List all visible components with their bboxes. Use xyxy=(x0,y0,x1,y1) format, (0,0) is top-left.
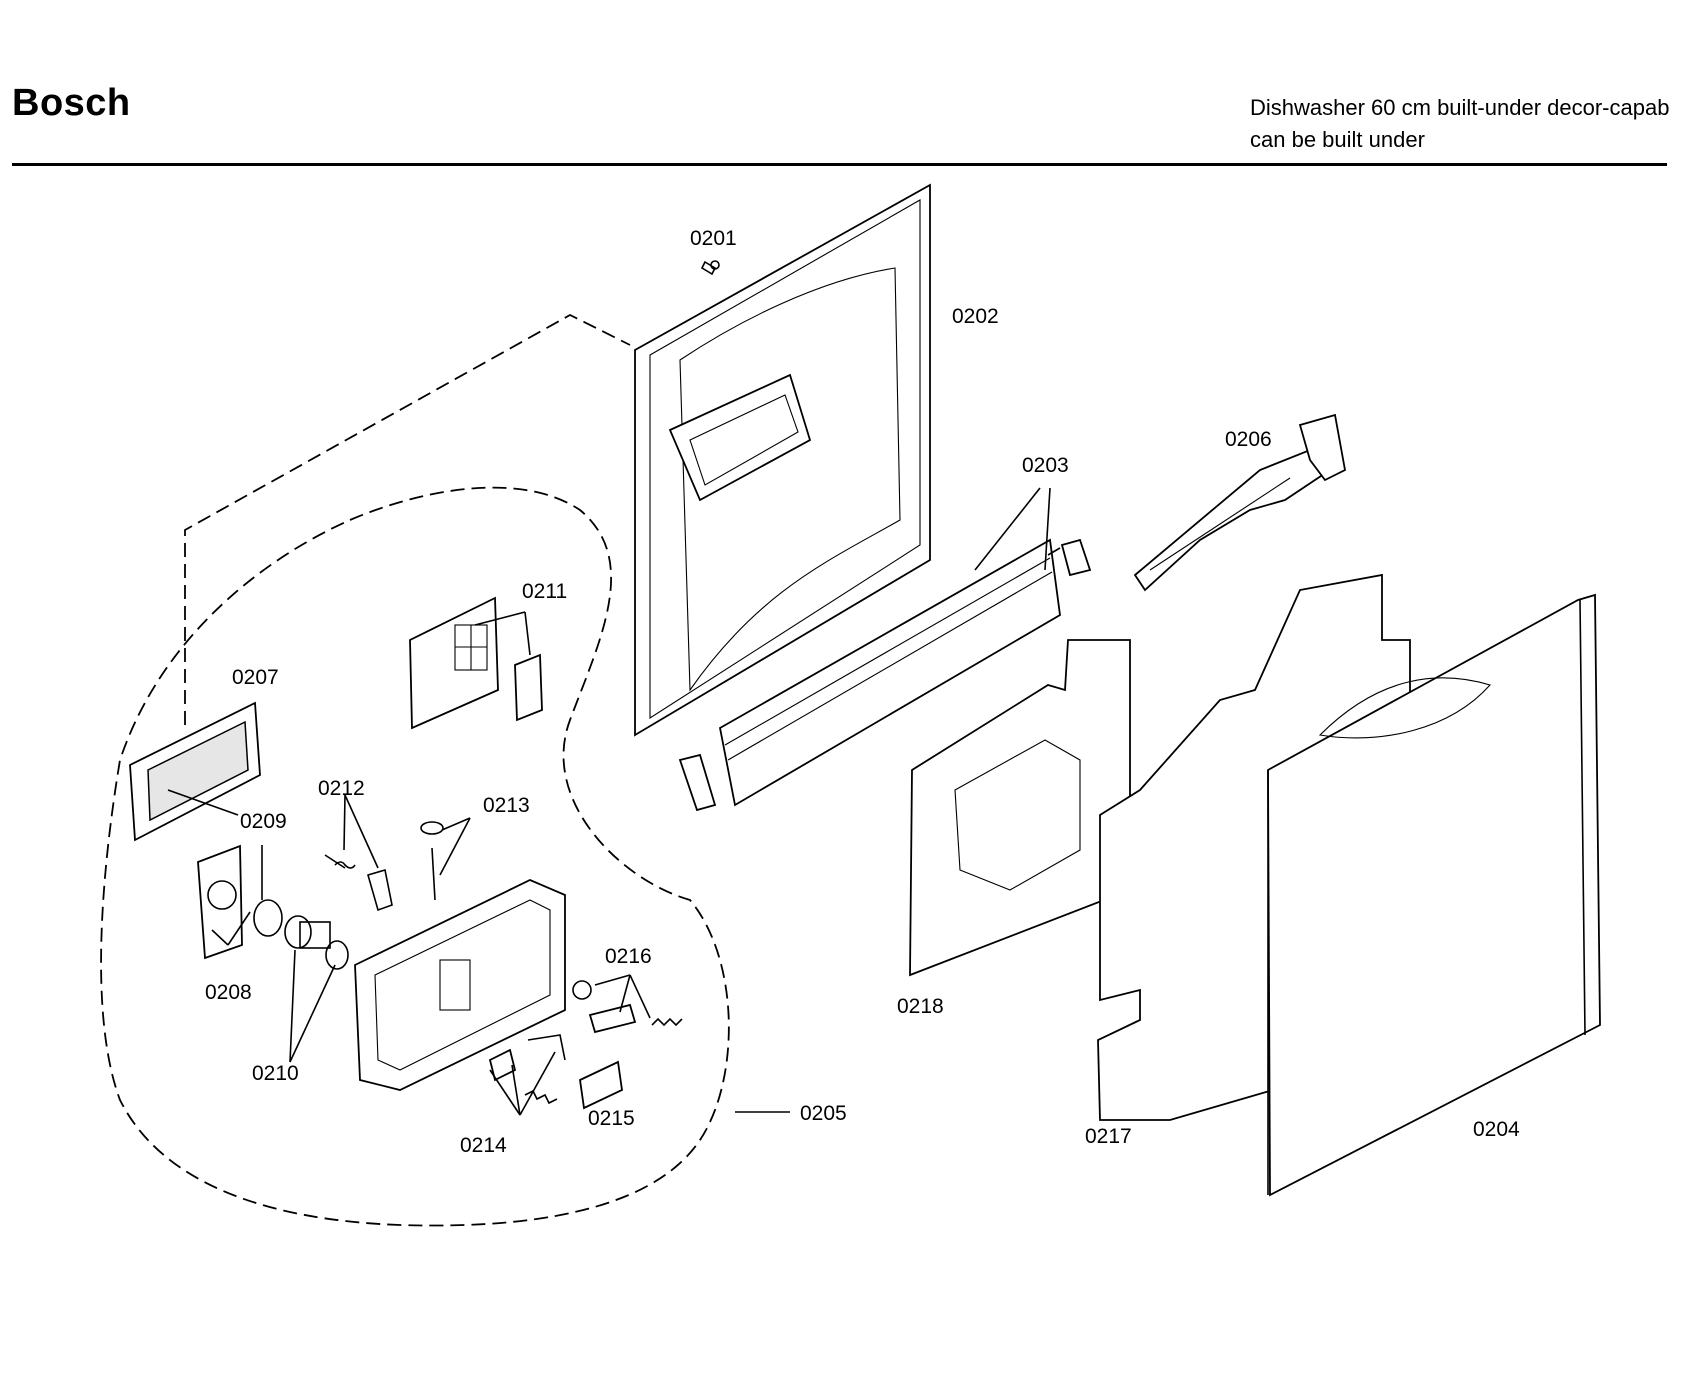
callout-0210: 0210 xyxy=(252,1062,299,1085)
model-description: Dishwasher 60 cm built-under decor-capab… xyxy=(1250,92,1690,156)
description-line-2: can be built under xyxy=(1250,127,1425,152)
part-0214-springs xyxy=(488,1034,566,1105)
part-0201-screw xyxy=(700,260,717,276)
callout-0213: 0213 xyxy=(483,794,530,817)
callout-labels: 0201 0202 0203 0204 0205 0206 0207 0208 … xyxy=(205,227,1520,1157)
part-0203-kickstrip xyxy=(678,538,1092,812)
assembly-0205-boundary xyxy=(100,313,730,1227)
part-0212-spring-lever xyxy=(334,861,393,912)
callout-0218: 0218 xyxy=(897,995,944,1018)
part-0208-housing xyxy=(197,844,243,960)
brand-name: Bosch xyxy=(12,82,131,124)
part-0209-ring xyxy=(253,899,283,937)
part-0213-pin xyxy=(420,821,444,901)
callout-0216: 0216 xyxy=(605,945,652,968)
header-divider xyxy=(12,163,1667,166)
callout-0215: 0215 xyxy=(588,1107,635,1130)
callout-0204: 0204 xyxy=(1473,1118,1520,1141)
callout-0205: 0205 xyxy=(800,1102,847,1125)
callout-0207: 0207 xyxy=(232,666,279,689)
callout-0208: 0208 xyxy=(205,981,252,1004)
part-0202-inner-door xyxy=(634,183,931,737)
callout-0209: 0209 xyxy=(240,810,287,833)
callout-0202: 0202 xyxy=(952,305,999,328)
description-line-1: Dishwasher 60 cm built-under decor-capab xyxy=(1250,95,1670,120)
part-0206-hinge xyxy=(1133,413,1347,592)
leader-lines xyxy=(167,487,1061,1116)
callout-0217: 0217 xyxy=(1085,1125,1132,1148)
part-0211-vent-grille xyxy=(409,596,543,730)
callout-0211: 0211 xyxy=(522,580,567,603)
part-0216-lever-spring xyxy=(572,980,683,1034)
part-0218-insulation xyxy=(909,639,1131,977)
callout-0201: 0201 xyxy=(690,227,737,250)
part-0207-frame xyxy=(129,701,261,842)
part-0205-dispenser xyxy=(354,879,566,1091)
callout-0203: 0203 xyxy=(1022,454,1069,477)
part-0210-coupling xyxy=(284,915,349,970)
part-0215-switch xyxy=(579,1060,623,1110)
callout-0212: 0212 xyxy=(318,777,365,800)
callout-0214: 0214 xyxy=(460,1134,507,1157)
part-0204-front-panel xyxy=(1267,593,1601,1197)
callout-0206: 0206 xyxy=(1225,428,1272,451)
